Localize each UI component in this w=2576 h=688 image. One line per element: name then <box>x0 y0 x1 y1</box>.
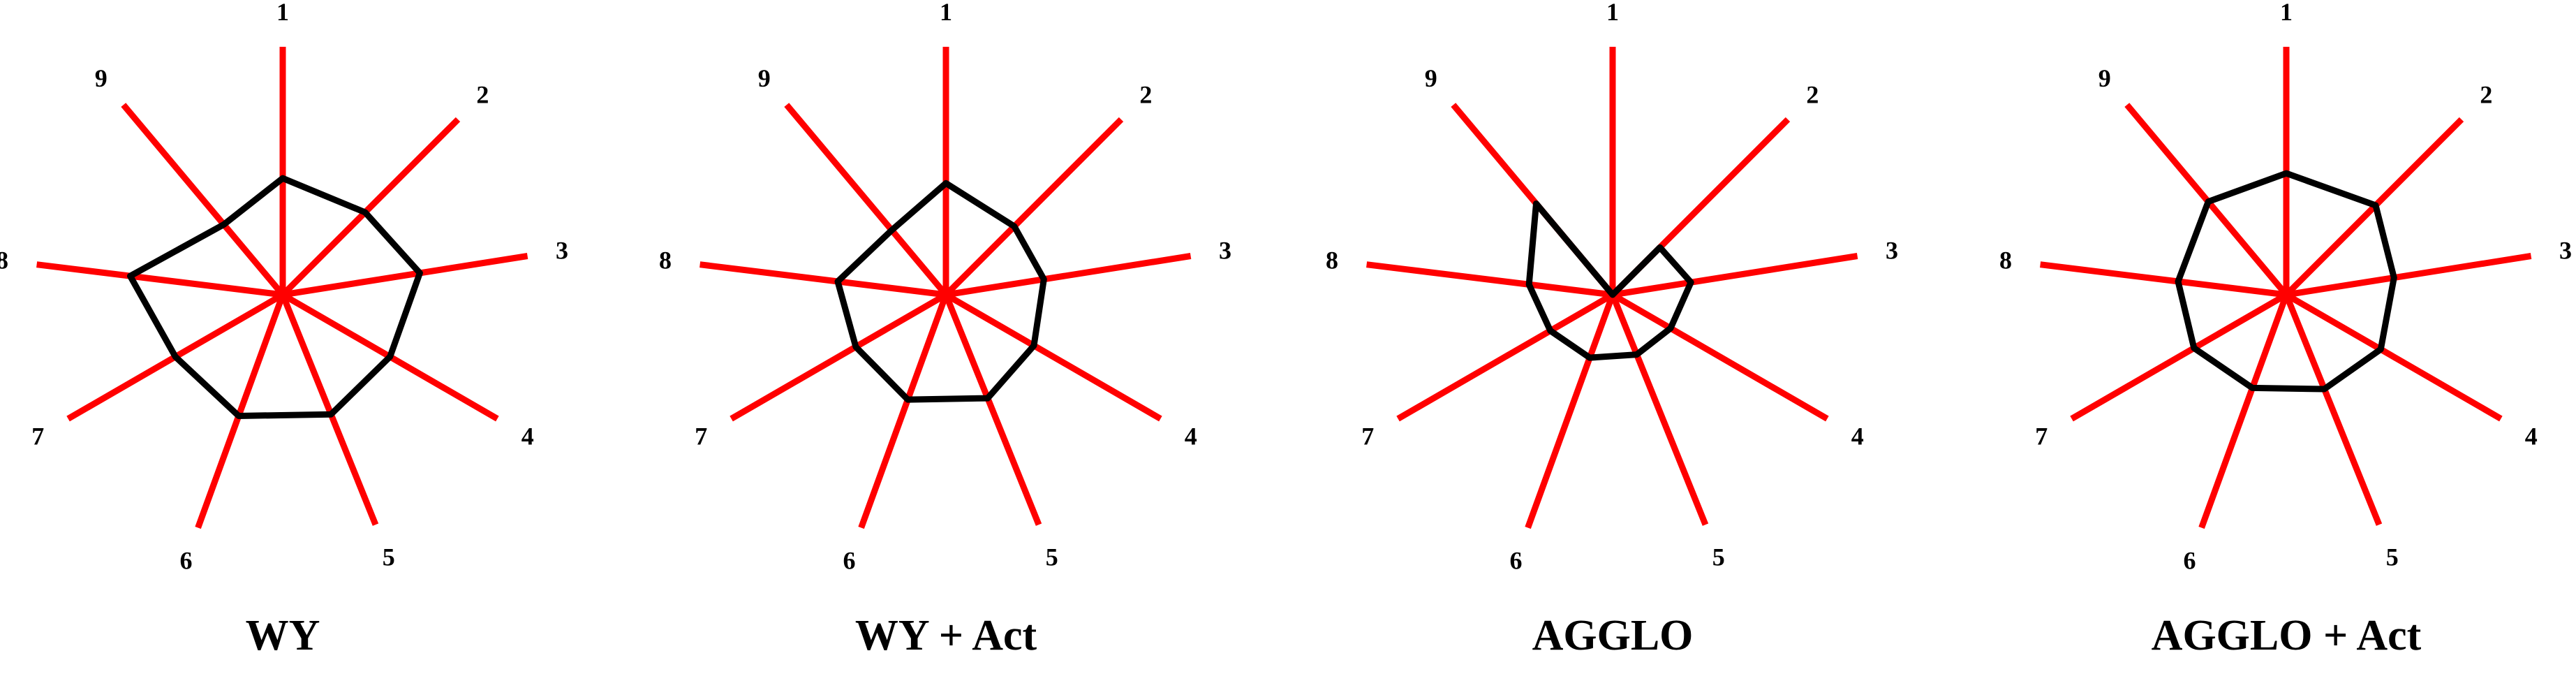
axis-label-2: 2 <box>2480 81 2492 109</box>
radar-axis-7 <box>1396 292 1615 422</box>
radar-axis-8 <box>36 261 283 298</box>
axis-label-1: 1 <box>1606 0 1619 26</box>
axis-label-1: 1 <box>276 0 289 26</box>
radar-series-polygon <box>834 180 1047 403</box>
axis-label-5: 5 <box>1046 543 1058 571</box>
chart-title: WY <box>246 612 320 659</box>
axis-label-2: 2 <box>1806 81 1819 109</box>
chart-title: AGGLO <box>1532 612 1694 659</box>
axis-label-3: 3 <box>1886 237 1898 265</box>
axis-label-9: 9 <box>758 64 771 92</box>
axis-label-9: 9 <box>1425 64 1437 92</box>
radar-axis-3 <box>1612 253 1858 298</box>
axis-label-6: 6 <box>1510 547 1523 575</box>
axis-label-4: 4 <box>2525 423 2538 451</box>
radar-axis-2 <box>943 117 1124 298</box>
radar-axis-9 <box>784 103 949 297</box>
axis-label-1: 1 <box>2280 0 2293 26</box>
axis-label-2: 2 <box>1139 81 1152 109</box>
radar-chart-2: 1 2 3 4 5 6 7 8 9 WY + Act <box>659 0 1231 659</box>
axis-label-1: 1 <box>940 0 952 26</box>
radar-axis-2 <box>280 117 461 298</box>
radar-axis-6 <box>2198 293 2290 529</box>
axis-label-2: 2 <box>476 81 489 109</box>
axis-label-3: 3 <box>2559 237 2572 265</box>
radar-axis-7 <box>2070 292 2288 422</box>
axis-label-3: 3 <box>556 237 568 265</box>
axis-label-8: 8 <box>1326 247 1338 275</box>
axis-label-7: 7 <box>695 423 707 451</box>
radar-chart-1: 1 2 3 4 5 6 7 8 9WY <box>0 0 568 659</box>
axis-label-4: 4 <box>521 423 534 451</box>
radar-axis-6 <box>858 293 949 529</box>
axis-label-5: 5 <box>1712 543 1725 571</box>
axis-label-4: 4 <box>1185 423 1197 451</box>
chart-title: AGGLO + Act <box>2152 612 2422 659</box>
radar-axis-7 <box>730 292 948 422</box>
axis-label-6: 6 <box>843 547 856 575</box>
radar-axis-6 <box>195 293 286 529</box>
radar-axis-4 <box>1611 292 1829 422</box>
axis-label-7: 7 <box>2035 423 2048 451</box>
axis-label-4: 4 <box>1851 423 1864 451</box>
axis-label-7: 7 <box>31 423 44 451</box>
radar-axis-3 <box>282 253 528 298</box>
radar-axis-8 <box>699 261 947 298</box>
radar-axis-3 <box>945 253 1192 298</box>
axis-label-9: 9 <box>2098 64 2111 92</box>
radar-axis-9 <box>121 103 286 297</box>
radar-axis-5 <box>1609 293 1709 526</box>
axis-label-8: 8 <box>1999 247 2012 275</box>
radar-axis-4 <box>2284 292 2503 422</box>
axis-label-6: 6 <box>180 547 193 575</box>
radar-axis-8 <box>2040 261 2287 298</box>
radar-axis-5 <box>942 293 1042 526</box>
axis-label-3: 3 <box>1219 237 1231 265</box>
radar-axis-5 <box>2283 293 2383 526</box>
radar-series-polygon <box>1525 200 1694 361</box>
axis-label-6: 6 <box>2184 547 2196 575</box>
axis-label-5: 5 <box>383 543 395 571</box>
radar-axis-4 <box>944 292 1162 422</box>
axis-label-8: 8 <box>0 247 8 275</box>
radar-series-polygon <box>127 175 423 419</box>
radar-series-polygon <box>2175 170 2397 393</box>
chart-title: WY + Act <box>855 612 1037 659</box>
radar-axis-5 <box>279 293 379 526</box>
axis-label-8: 8 <box>659 247 672 275</box>
radar-axis-6 <box>1525 293 1616 529</box>
axis-label-9: 9 <box>95 64 108 92</box>
radar-axis-3 <box>2286 253 2532 298</box>
axis-label-5: 5 <box>2386 543 2399 571</box>
radar-axis-8 <box>1366 261 1613 298</box>
axis-label-7: 7 <box>1361 423 1374 451</box>
